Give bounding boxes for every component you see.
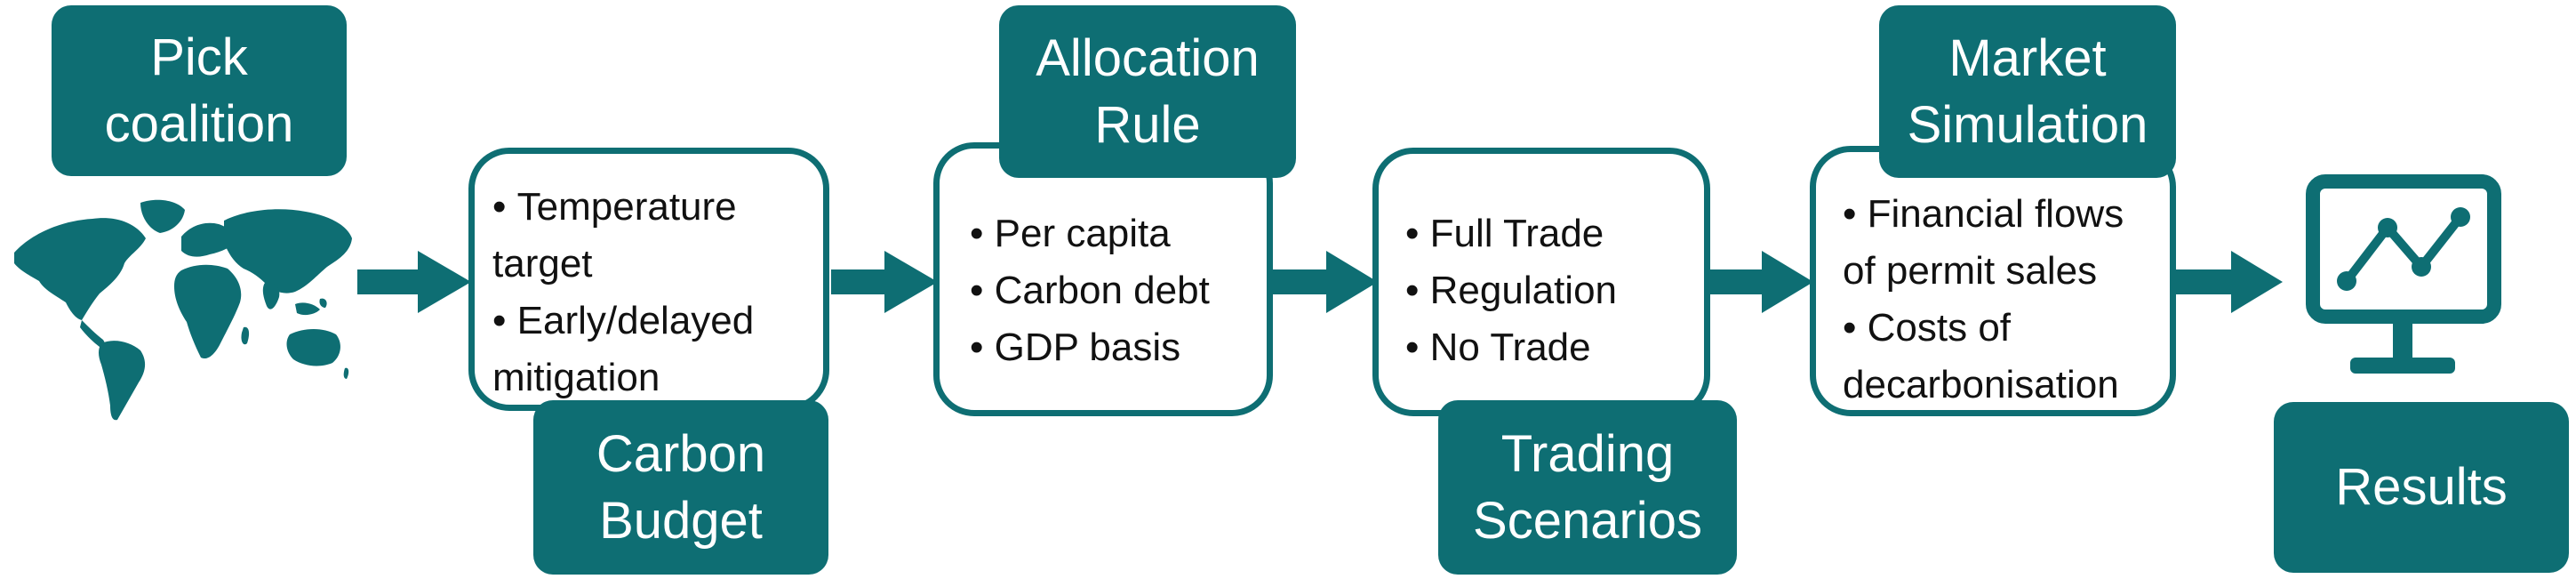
trading-scenarios-label: Trading Scenarios [1438,400,1737,575]
monitor-chart-icon [2306,174,2501,374]
list-item: Per capita [970,205,1272,262]
arrow-5 [2174,251,2283,313]
trading-scenarios-card: Full Trade Regulation No Trade [1372,148,1710,416]
allocation-rule-list: Per capita Carbon debt GDP basis [970,205,1272,376]
list-item: Carbon debt [970,262,1272,319]
market-simulation-card: Financial flows of permit sales Costs of… [1810,146,2176,416]
arrow-4 [1708,251,1813,313]
arrow-3 [1271,251,1378,313]
carbon-budget-card: Temperature target Early/delayed mitigat… [468,148,829,411]
list-item: Early/delayed mitigation [492,293,821,406]
list-item: Regulation [1405,262,1708,319]
list-item: GDP basis [970,319,1272,376]
list-item: No Trade [1405,319,1708,376]
list-item: Costs of decarbonisation [1843,300,2163,414]
list-item: Financial flows of permit sales [1843,186,2163,300]
results-label: Results [2274,402,2569,573]
arrow-2 [831,251,938,313]
carbon-budget-label: Carbon Budget [533,400,828,575]
list-item: Full Trade [1405,205,1708,262]
carbon-budget-list: Temperature target Early/delayed mitigat… [492,179,821,406]
list-item: Temperature target [492,179,821,293]
market-simulation-label: Market Simulation [1879,5,2176,178]
allocation-rule-card: Per capita Carbon debt GDP basis [933,142,1273,416]
arrow-1 [357,251,471,313]
market-simulation-list: Financial flows of permit sales Costs of… [1843,186,2163,414]
allocation-rule-label: Allocation Rule [999,5,1296,178]
pick-coalition-label: Pick coalition [52,5,347,176]
trading-scenarios-list: Full Trade Regulation No Trade [1405,205,1708,376]
world-map-icon [14,199,352,421]
